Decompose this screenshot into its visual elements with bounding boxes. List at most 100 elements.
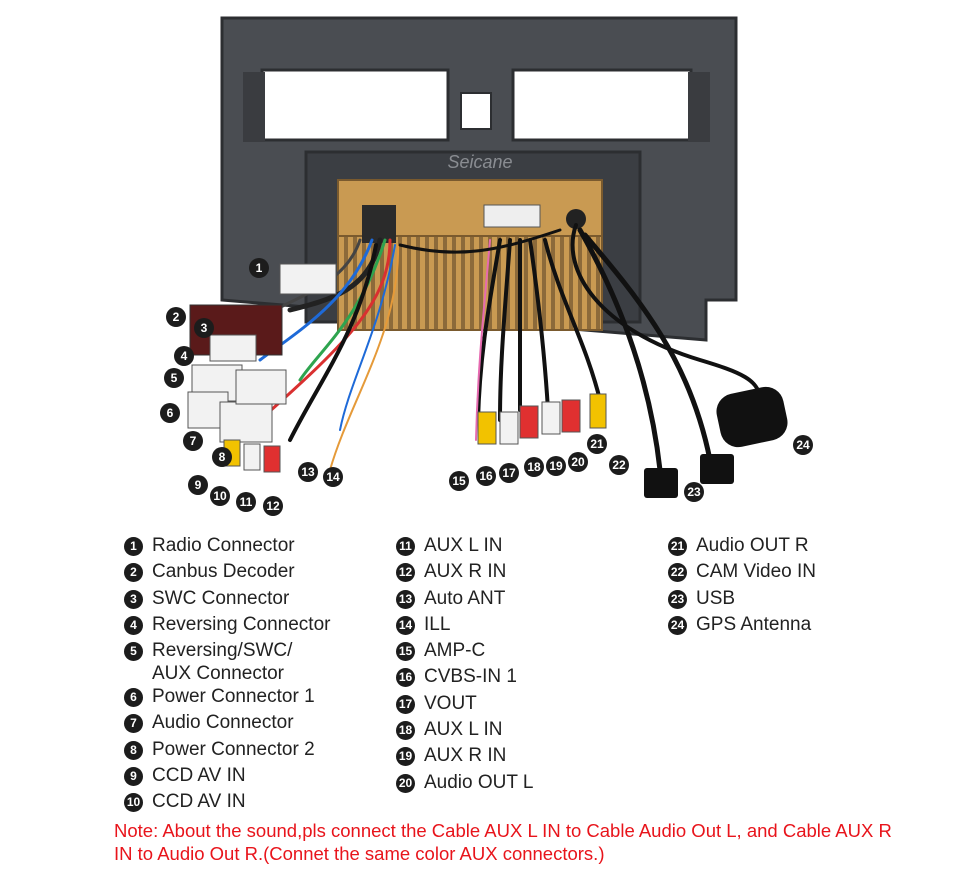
- watermark: Seicane: [447, 152, 512, 172]
- legend-item: 24 GPS Antenna: [668, 613, 816, 639]
- legend-number-badge: 24: [668, 615, 687, 635]
- legend-label: Reversing/SWC/ AUX Connector: [152, 640, 293, 685]
- legend-number-badge: 18: [396, 721, 415, 741]
- legend-item: 12 AUX R IN: [396, 560, 533, 586]
- legend-label: GPS Antenna: [696, 613, 812, 635]
- legend-number-badge: 13: [396, 589, 415, 609]
- rca-plug-icon: [223, 439, 281, 473]
- callout-badge: [174, 346, 194, 366]
- note-text: Note: About the sound,pls connect the Ca…: [114, 820, 892, 864]
- callout-badge: [160, 403, 180, 423]
- callout-number: 12: [266, 499, 280, 513]
- legend-label: Radio Connector: [152, 535, 295, 556]
- callout-number: 1: [256, 261, 263, 275]
- legend-item: 15 AMP-C: [396, 639, 533, 665]
- callout-number: 13: [301, 465, 315, 479]
- legend-label: AUX L IN: [424, 719, 503, 741]
- legend-number-badge: 1: [124, 537, 143, 556]
- legend-label: CAM Video IN: [696, 561, 817, 583]
- callout-badge: [546, 456, 566, 476]
- callout-number: 6: [167, 406, 174, 420]
- legend-number-badge: 5: [124, 642, 143, 662]
- legend-label: SWC Connector: [152, 587, 290, 609]
- callout-badge: [164, 368, 184, 388]
- callout-number: 14: [326, 470, 340, 484]
- callout-badge: [210, 486, 230, 506]
- legend-number-badge: 6: [124, 688, 143, 708]
- callout-number: 8: [219, 450, 226, 464]
- legend-number-badge: 4: [124, 615, 143, 635]
- callout-badge: [499, 463, 519, 483]
- callout-badge: [166, 307, 186, 327]
- connectors: [187, 263, 788, 498]
- legend-label: AMP-C: [424, 640, 486, 662]
- callout-number: 5: [171, 371, 178, 385]
- callout-badge: [236, 492, 256, 512]
- legend-number-badge: 2: [124, 563, 143, 583]
- legend-number-badge: 23: [668, 589, 687, 609]
- legend-label: AUX L IN: [424, 535, 503, 556]
- callout-badge: [188, 475, 208, 495]
- rca-plug-icon: [477, 393, 607, 445]
- legend-label: VOUT: [424, 692, 477, 714]
- callout-number: 24: [796, 438, 810, 452]
- legend-number-badge: 8: [124, 740, 143, 760]
- legend-number-badge: 16: [396, 668, 415, 688]
- legend-number-badge: 14: [396, 615, 415, 635]
- legend-number-badge: 21: [668, 537, 687, 556]
- legend-number-badge: 12: [396, 563, 415, 583]
- legend-label: Audio Connector: [152, 712, 294, 734]
- callout-badge: [684, 482, 704, 502]
- callout-badge: [449, 471, 469, 491]
- callout-badge: [568, 452, 588, 472]
- legend-item: 2 Canbus Decoder: [124, 560, 330, 586]
- legend-number-badge: 9: [124, 767, 143, 787]
- callout-badge: [609, 455, 629, 475]
- usb-plug-icon: [644, 454, 734, 498]
- legend-number-badge: 22: [668, 563, 687, 583]
- legend-number-badge: 20: [396, 773, 415, 793]
- legend-number-badge: 15: [396, 642, 415, 662]
- legend-label: Canbus Decoder: [152, 561, 295, 583]
- legend-item: 22 CAM Video IN: [668, 560, 816, 586]
- callout-badge: [587, 434, 607, 454]
- callout-number: 4: [181, 349, 188, 363]
- legend-number-badge: 7: [124, 714, 143, 734]
- callout-number: 11: [240, 495, 253, 509]
- legend-item: 21 Audio OUT R: [668, 534, 816, 560]
- legend-label: CVBS-IN 1: [424, 666, 517, 688]
- callout-badge: [212, 447, 232, 467]
- callout-badge: [249, 258, 269, 278]
- legend-label: AUX R IN: [424, 745, 507, 767]
- legend-label: AUX R IN: [424, 561, 507, 583]
- callout-number: 2: [173, 310, 180, 324]
- callout-number: 18: [527, 460, 541, 474]
- callout-number: 23: [687, 485, 701, 499]
- callout-number: 9: [195, 478, 202, 492]
- callout-number: 3: [201, 321, 208, 335]
- legend-item: 5 Reversing/SWC/ AUX Connector: [124, 639, 330, 685]
- callout-number: 17: [502, 466, 516, 480]
- callout-number: 10: [213, 489, 227, 503]
- legend-label: Auto ANT: [424, 587, 506, 609]
- legend-item: 7 Audio Connector: [124, 711, 330, 737]
- legend-label: ILL: [424, 613, 451, 635]
- wiring-diagram: Seicane: [160, 16, 813, 516]
- legend-number-badge: 10: [124, 793, 143, 813]
- gps-antenna-icon: [716, 386, 788, 448]
- callout-number: 16: [479, 469, 493, 483]
- legend-item: 1 Radio Connector: [124, 534, 330, 560]
- callout-badge: [183, 431, 203, 451]
- legend-label: Audio OUT R: [696, 535, 809, 556]
- callout-badge: [263, 496, 283, 516]
